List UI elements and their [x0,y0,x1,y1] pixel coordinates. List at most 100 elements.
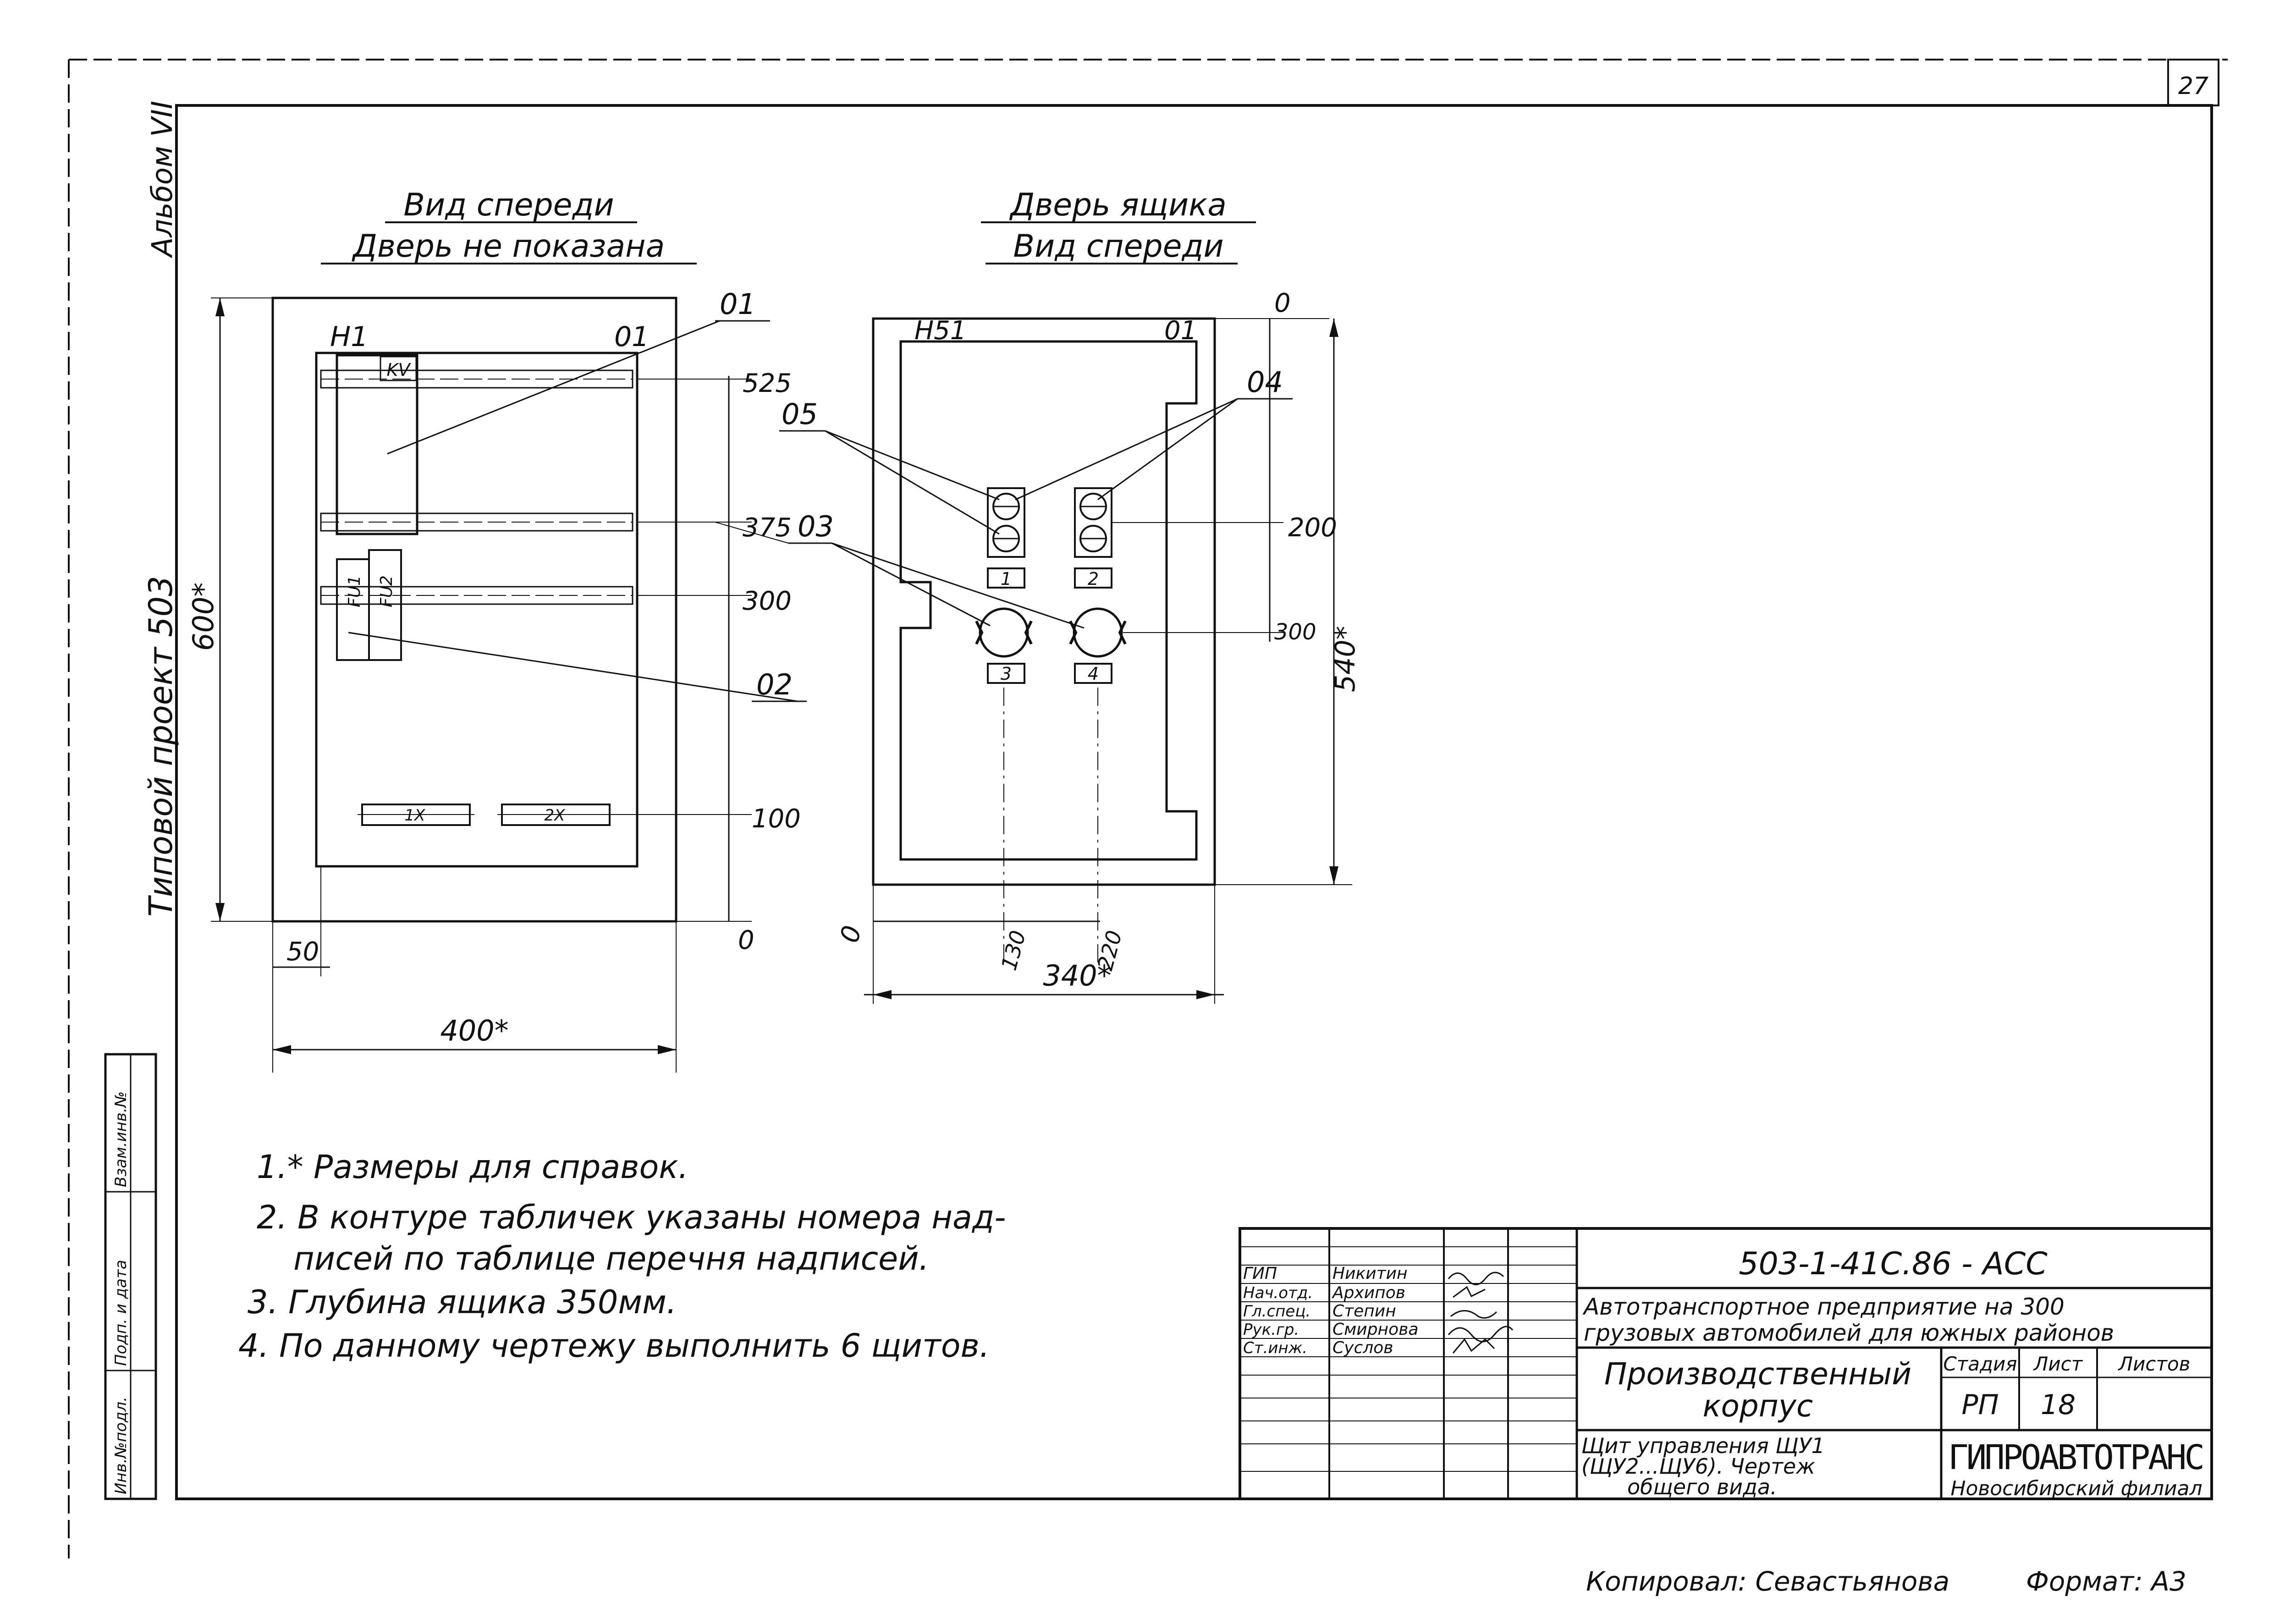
copied-by: Копировал: Севастьянова [1586,1566,1949,1597]
page-number: 27 [2178,72,2208,100]
album-label: Альбом VII [145,101,179,259]
doc-code: 503-1-41С.86 - АСС [1739,1246,2048,1282]
dim-130: 130 [996,928,1030,973]
inv-label: Инв.№подл. [112,1397,130,1494]
staff-role-2: Нач.отд. [1243,1284,1313,1302]
panel-label-h51: Н51 [914,316,966,346]
dim-door-0-left: 0 [835,922,868,946]
stage-header: Стадия [1943,1353,2017,1375]
leader-04-label: 04 [1247,365,1283,399]
relay-kv [336,354,418,535]
selector-switch-left [979,607,1029,658]
dim-540: 540* [1329,626,1361,692]
leader-01-label: 01 [720,287,756,321]
door-view-title-1: Дверь ящика [1009,187,1227,223]
lamp-block-left [987,487,1025,558]
dim-375: 375 [743,513,792,543]
staff-role-5: Ст.инж. [1243,1339,1307,1357]
leader-05-label: 05 [782,397,818,431]
door-view: Дверь ящика Вид спереди Н51 01 1 2 [715,187,1361,1004]
dim-50: 50 [286,937,319,967]
note-4: 4. По данному чертежу выполнить 6 щитов. [238,1327,990,1365]
note-2: 2. В контуре табличек указаны номера над… [257,1199,1006,1236]
arrow [273,1045,291,1054]
dim-300-door: 300 [1274,619,1316,645]
leader-04 [1015,398,1238,501]
note-2-cont: писей по таблице перечня надписей. [293,1240,929,1277]
dim-340: 340* [1043,959,1111,992]
arrow [215,903,225,921]
door-outline [872,317,1216,886]
staff-name-3: Степин [1332,1302,1396,1321]
arrow [215,298,225,316]
format-label: Формат: А3 [2026,1566,2186,1597]
notes: 1.* Размеры для справок. 2. В контуре та… [238,1148,1006,1365]
staff-role-1: ГИП [1243,1264,1277,1283]
door-view-title-2: Вид спереди [1013,228,1223,264]
drawing-line-2: (ЩУ2...ЩУ6). Чертеж [1581,1454,1815,1479]
title-block-frame [1239,1227,2213,1500]
staff-role-3: Гл.спец. [1243,1302,1310,1321]
signature [1452,1338,1495,1354]
dim-600: 600* [187,583,220,651]
drawing-frame [175,104,2213,1500]
plate-3 [987,663,1025,684]
dim-525: 525 [743,369,792,398]
door-pos-label-01: 01 [1164,316,1197,346]
org-branch: Новосибирский филиал [1950,1477,2202,1500]
fuse-fu1-label: FU1 [345,575,364,607]
drawing-line-1: Щит управления ЩУ1 [1581,1433,1825,1458]
pos-label-01: 01 [614,321,649,353]
switch-bracket [975,620,1033,645]
drawing-line-3: общего вида. [1627,1475,1777,1499]
dim-400: 400* [440,1014,508,1047]
replace-inv-label: Взам.инв.№ [112,1091,130,1187]
sheets-header: Листов [2118,1353,2191,1375]
door-inner-profile [899,340,1198,861]
fuse-fu2 [368,549,402,661]
plate-3-label: 3 [1001,664,1012,684]
arrow [873,990,892,999]
object-line-2: грузовых автомобилей для южных районов [1584,1320,2114,1346]
dim-0: 0 [738,925,754,955]
leader-03 [831,542,1085,629]
signature [1450,1310,1498,1319]
terminal-2x-label: 2X [545,806,566,825]
staff-name-2: Архипов [1332,1283,1405,1302]
org-name: ГИПРОАВТОТРАНС [1948,1438,2205,1477]
front-view-title-2: Дверь не показана [352,228,665,264]
dim-door-0-top: 0 [1274,288,1291,318]
plate-2-label: 2 [1088,569,1099,589]
arrow [658,1045,676,1054]
plate-4-label: 4 [1088,664,1099,684]
arrow [1329,866,1338,885]
plate-1-label: 1 [1001,569,1012,589]
leader-02-label: 02 [756,668,793,701]
panel-label-h1: Н1 [330,321,368,353]
staff-name-4: Смирнова [1332,1320,1418,1339]
title-block: ГИП Никитин Нач.отд. Архипов Гл.спец. Ст… [1239,1227,2213,1500]
dim-100: 100 [752,804,801,834]
relay-kv-label: KV [387,360,412,380]
lamp-block-right [1074,487,1112,558]
signature [1448,1326,1514,1343]
leader-03 [831,542,991,627]
fuse-fu2-label: FU2 [377,575,396,607]
note-1: 1.* Размеры для справок. [257,1148,688,1186]
front-view-title-1: Вид спереди [403,187,614,223]
arrow [1196,990,1215,999]
leader-05 [825,430,1000,501]
project-label: Типовой проект 503 [142,576,180,917]
cabinet-outline [271,297,677,923]
mounting-plate [315,352,639,868]
plate-4 [1074,663,1112,684]
leader-03-label: 03 [798,510,834,543]
sheet-header: Лист [2033,1353,2083,1375]
staff-name-1: Никитин [1332,1264,1408,1283]
plate-1 [987,567,1025,589]
leader-01 [387,320,720,455]
selector-switch-right [1073,607,1123,658]
dim-200: 200 [1288,513,1337,543]
terminal-1x-label: 1X [405,806,426,825]
page-number-box [2167,59,2219,106]
